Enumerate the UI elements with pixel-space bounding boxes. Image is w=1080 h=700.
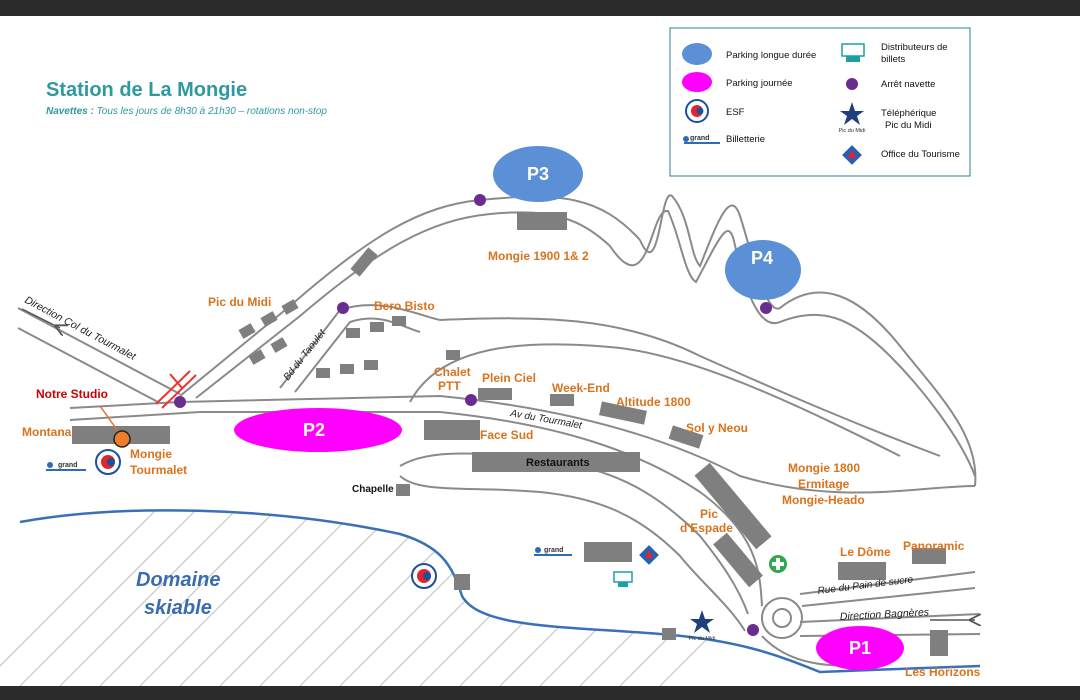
legend-parking-long-label: Parking longue durée	[726, 50, 816, 61]
shuttle-stop-icon	[846, 78, 858, 90]
legend: Parking longue durée Parking journée ESF…	[669, 27, 971, 177]
esf-logo-icon	[685, 99, 709, 123]
parking-p3[interactable]: P3	[493, 146, 583, 202]
legend-esf-label: ESF	[726, 107, 745, 118]
place-chalet-ptt-line1[interactable]: Chalet	[434, 365, 471, 379]
place-mongie-1900[interactable]: Mongie 1900 1& 2	[488, 249, 589, 263]
place-le-dome[interactable]: Le Dôme	[840, 545, 891, 559]
map-title: Station de La Mongie	[46, 79, 247, 101]
legend-office-label: Office du Tourisme	[881, 149, 960, 160]
road-closed-icon	[155, 370, 197, 409]
place-chalet-ptt-line2[interactable]: PTT	[438, 379, 461, 393]
place-altitude-1800[interactable]: Altitude 1800	[616, 395, 691, 409]
place-plein-ciel[interactable]: Plein Ciel	[482, 371, 536, 385]
place-restaurants[interactable]: Restaurants	[526, 457, 590, 469]
map-subtitle: Navettes : Tous les jours de 8h30 à 21h3…	[46, 106, 327, 117]
legend-distrib-label-line1: Distributeurs de	[881, 42, 948, 53]
parking-p1-label: P1	[849, 638, 871, 658]
legend-telepherique-label-line2: Pic du Midi	[885, 120, 931, 131]
place-montana[interactable]: Montana	[22, 425, 72, 439]
parking-p3-label: P3	[527, 164, 549, 184]
place-week-end[interactable]: Week-End	[552, 381, 610, 395]
road-label-col: Direction Col du Tourmalet	[23, 294, 139, 363]
shuttle-stop-icon[interactable]	[474, 194, 486, 206]
pharmacy-icon	[769, 555, 787, 573]
place-panoramic[interactable]: Panoramic	[903, 539, 965, 553]
pic-du-midi-star-icon: Pic du Midi	[839, 102, 866, 134]
legend-parking-day-label: Parking journée	[726, 78, 793, 89]
parking-p2[interactable]: P2	[234, 408, 402, 452]
place-mongie-tourmalet-line1[interactable]: Mongie	[130, 447, 172, 461]
place-pic-espade-line2[interactable]: d'Espade	[680, 521, 733, 535]
svg-text:Pic du Midi: Pic du Midi	[689, 636, 716, 642]
place-chapelle[interactable]: Chapelle	[352, 484, 394, 495]
legend-parking-day-icon	[682, 72, 712, 92]
tourism-office-icon	[639, 545, 659, 565]
grand-tourmalet-logo-icon: grand	[683, 135, 720, 144]
notre-studio-marker[interactable]: Notre Studio	[36, 387, 131, 448]
atm-icon	[613, 571, 633, 587]
ski-area-label-line1: Domaine	[136, 569, 220, 591]
atm-icon	[841, 43, 865, 62]
legend-stop-label: Arrêt navette	[881, 79, 935, 90]
place-face-sud[interactable]: Face Sud	[480, 428, 533, 442]
place-pic-du-midi[interactable]: Pic du Midi	[208, 295, 271, 309]
esf-logo-icon	[95, 449, 121, 475]
grand-tourmalet-logo-icon: grand	[534, 547, 572, 556]
svg-text:grand: grand	[544, 547, 563, 554]
notre-studio-pointer	[99, 405, 121, 435]
shuttle-stop-icon[interactable]	[337, 302, 349, 314]
notre-studio-label: Notre Studio	[36, 387, 108, 401]
place-mongie-1800-line3[interactable]: Mongie-Heado	[782, 493, 865, 507]
place-sol-y-neou[interactable]: Sol y Neou	[686, 421, 748, 435]
shuttle-stop-icon[interactable]	[747, 624, 759, 636]
shuttle-stop-icon[interactable]	[174, 396, 186, 408]
legend-telepherique-label-line1: Téléphérique	[881, 108, 936, 119]
parking-p1[interactable]: P1	[816, 626, 904, 670]
legend-distrib-label-line2: billets	[881, 54, 906, 65]
parking-p2-label: P2	[303, 420, 325, 440]
parking-p4[interactable]: P4	[725, 240, 801, 300]
svg-text:grand: grand	[690, 135, 709, 142]
place-mongie-1800-line1[interactable]: Mongie 1800	[788, 461, 860, 475]
map-frame: P3 P4 P2 P1 Direction Col du Tourmalet B…	[0, 16, 1080, 686]
road-label-bagneres: Direction Bagnères	[840, 606, 931, 623]
resort-map: P3 P4 P2 P1 Direction Col du Tourmalet B…	[0, 27, 1080, 686]
grand-tourmalet-logo-icon: grand	[46, 460, 86, 472]
place-les-horizons[interactable]: Les Horizons	[905, 665, 981, 679]
shuttle-stop-icon[interactable]	[760, 302, 772, 314]
esf-logo-icon	[411, 563, 437, 589]
legend-parking-long-icon	[682, 43, 712, 65]
shuttle-stops	[174, 194, 772, 636]
parking-p4-label: P4	[751, 248, 773, 268]
pic-du-midi-star-icon: Pic du Midi	[689, 610, 716, 642]
ski-area-label-line2: skiable	[144, 597, 212, 619]
svg-text:grand: grand	[58, 462, 77, 469]
buildings	[72, 212, 948, 656]
legend-billetterie-label: Billetterie	[726, 134, 765, 145]
shuttle-stop-icon[interactable]	[465, 394, 477, 406]
svg-text:Pic du Midi: Pic du Midi	[839, 128, 866, 134]
direction-arrow-col	[21, 308, 60, 328]
place-pic-espade-line1[interactable]: Pic	[700, 507, 718, 521]
place-mongie-1800-line2[interactable]: Ermitage	[798, 477, 850, 491]
place-mongie-tourmalet-line2[interactable]: Tourmalet	[130, 463, 187, 477]
ski-area-boundary	[19, 509, 981, 674]
notre-studio-dot-icon	[113, 430, 131, 448]
place-bero-bisto[interactable]: Bero Bisto	[374, 299, 435, 313]
